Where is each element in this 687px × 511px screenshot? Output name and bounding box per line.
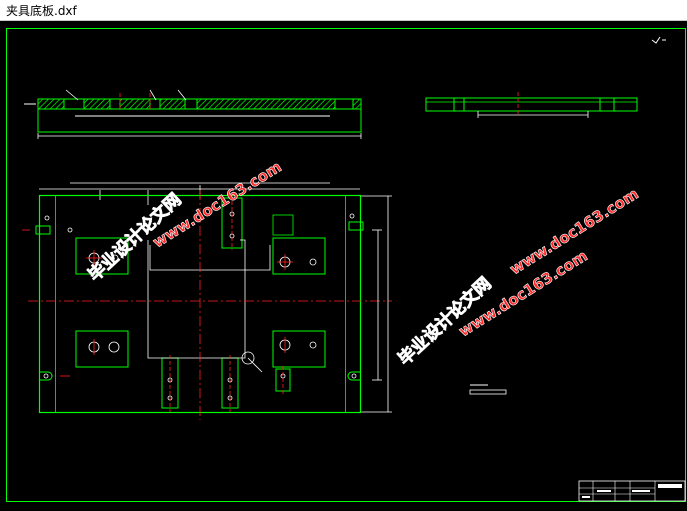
roughness-mark [651,36,666,44]
cad-drawing[interactable]: 毕业设计论文网 www.doc163.com www.doc163.com 毕业… [0,21,687,507]
section-view [24,89,362,139]
legend-box [469,389,507,395]
drawing-border [6,28,686,502]
drawing-canvas[interactable]: 毕业设计论文网 www.doc163.com www.doc163.com 毕业… [0,21,687,507]
side-view [425,92,638,118]
window-titlebar: 夹具底板.dxf [0,0,687,21]
title-block [578,480,686,502]
plan-view [22,182,392,420]
window-title: 夹具底板.dxf [6,4,77,18]
